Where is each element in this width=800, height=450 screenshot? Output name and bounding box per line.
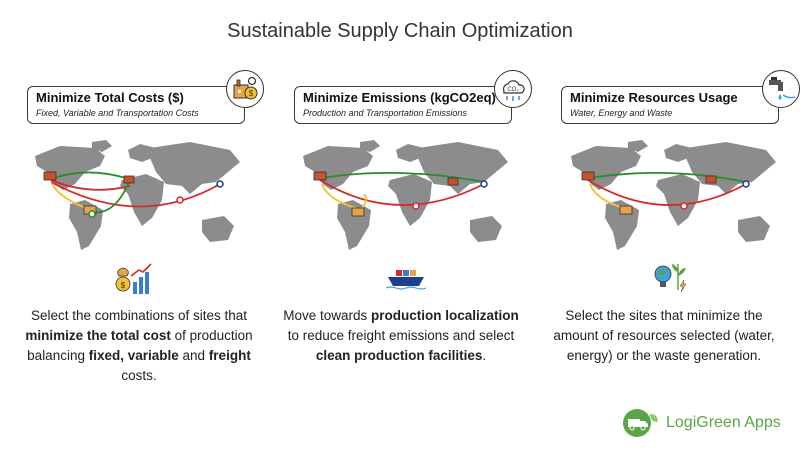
co2-cloud-icon: CO₂ <box>494 70 532 108</box>
desc-costs: Select the combinations of sites that mi… <box>25 308 253 383</box>
card-subtitle: Water, Energy and Waste <box>570 108 673 118</box>
brand-logo: LogiGreen Apps <box>622 408 781 438</box>
co2-badge-text: CO₂ <box>507 87 519 93</box>
card-title: Minimize Resources Usage <box>570 90 738 105</box>
factory-cost-icon: $ <box>226 70 264 108</box>
card-minimize-resources: Minimize Resources Usage Water, Energy a… <box>561 86 779 124</box>
world-map-emissions <box>303 140 508 250</box>
truck-leaf-icon <box>623 409 658 437</box>
card-minimize-emissions: Minimize Emissions (kgCO2eq) Production … <box>294 86 512 124</box>
card-subtitle: Production and Transportation Emissions <box>303 108 467 118</box>
card-title: Minimize Total Costs ($) <box>36 90 184 105</box>
world-map-costs <box>35 140 240 250</box>
water-tap-icon <box>762 70 800 108</box>
eco-energy-icon <box>654 264 687 293</box>
card-minimize-costs: Minimize Total Costs ($) Fixed, Variable… <box>27 86 245 124</box>
world-map-resources <box>571 140 776 250</box>
desc-resources: Select the sites that minimize the amoun… <box>553 308 775 363</box>
svg-text:$: $ <box>249 89 254 98</box>
card-title: Minimize Emissions (kgCO2eq) <box>303 90 496 105</box>
desc-emissions: Move towards production localization to … <box>283 308 519 363</box>
cargo-ship-icon <box>386 270 426 290</box>
money-chart-icon: $ <box>115 263 152 294</box>
brand-name: LogiGreen Apps <box>666 414 781 431</box>
page-title: Sustainable Supply Chain Optimization <box>227 20 573 42</box>
card-subtitle: Fixed, Variable and Transportation Costs <box>36 108 199 118</box>
svg-text:$: $ <box>121 281 126 290</box>
